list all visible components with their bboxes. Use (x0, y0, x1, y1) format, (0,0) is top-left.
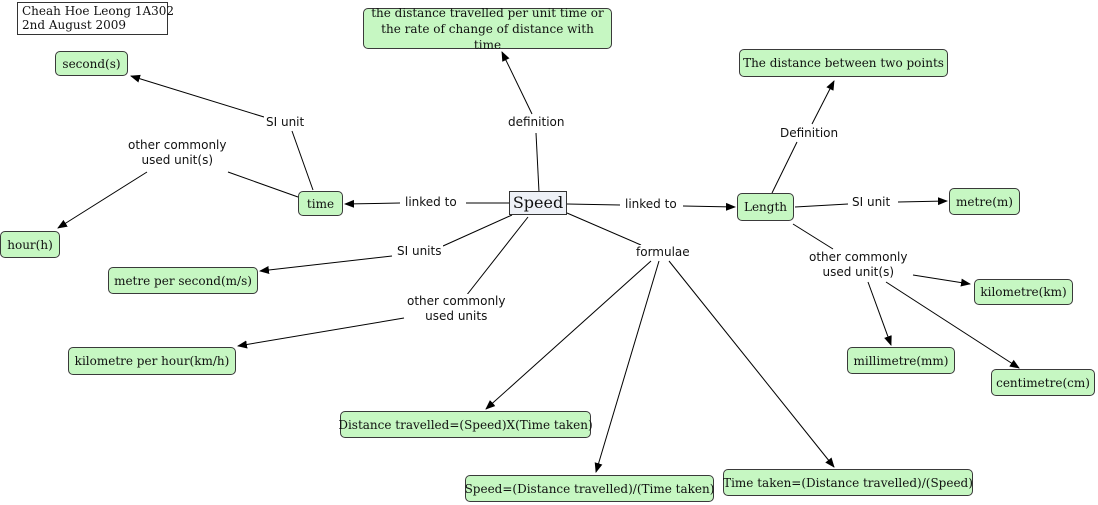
author-name: Cheah Hoe Leong 1A302 (22, 4, 175, 18)
node-time[interactable]: time (298, 191, 343, 216)
edge-speed-definition (535, 132, 540, 193)
edge-definition-length-text (811, 80, 835, 125)
edge-time-si-unit (291, 130, 314, 191)
label-formulae: formulae (634, 245, 692, 260)
node-speed-definition[interactable]: the distance travelled per unit time or … (363, 6, 612, 52)
edge-speed-linked-length (566, 203, 621, 206)
node-length[interactable]: Length (737, 193, 794, 221)
node-length-definition[interactable]: The distance between two points (739, 49, 948, 77)
edge-length-definition (771, 141, 798, 194)
edge-si-units-mps (259, 255, 393, 274)
label-definition-length: Definition (778, 126, 841, 141)
label-other-units-speed: other commonly used units (405, 294, 508, 324)
edge-length-other-units (792, 223, 834, 250)
node-speed[interactable]: Speed (509, 191, 567, 215)
node-hour[interactable]: hour(h) (0, 231, 60, 258)
label-si-unit-time: SI unit (264, 115, 307, 130)
node-time-formula[interactable]: Time taken=(Distance travelled)/(Speed) (723, 469, 973, 496)
label-si-unit-length: SI unit (850, 195, 893, 210)
label-linked-to-time: linked to (403, 195, 459, 210)
label-definition: definition (506, 115, 567, 130)
edge-definition-text (501, 51, 533, 115)
label-si-units-speed: SI units (395, 244, 444, 259)
edge-si-unit-second (130, 74, 265, 118)
edge-speed-formulae (566, 212, 642, 246)
node-centimetre[interactable]: centimetre(cm) (991, 369, 1095, 396)
edge-speed-other-units (465, 216, 529, 297)
author-box: Cheah Hoe Leong 1A302 2nd August 2009 (17, 2, 175, 35)
edge-formulae-time (668, 260, 835, 468)
edge-linked-length (682, 202, 736, 211)
author-date: 2nd August 2009 (22, 18, 126, 32)
node-millimetre[interactable]: millimetre(mm) (847, 347, 955, 374)
edge-si-unit-metre (897, 197, 948, 206)
edge-formulae-distance (485, 260, 652, 410)
edge-other-units-kmh (237, 317, 405, 349)
label-other-units-time: other commonly used unit(s) (126, 138, 229, 168)
node-metre-per-second[interactable]: metre per second(m/s) (108, 267, 258, 294)
label-other-units-length: other commonly used unit(s) (807, 250, 910, 280)
edge-formulae-speed (594, 260, 660, 473)
edge-time-other-units (227, 171, 299, 198)
node-distance-formula[interactable]: Distance travelled=(Speed)X(Time taken) (338, 411, 593, 438)
node-metre[interactable]: metre(m) (949, 188, 1020, 215)
edge-speed-si-units (442, 214, 513, 247)
node-kilometre[interactable]: kilometre(km) (974, 279, 1073, 305)
edge-other-units-hour (57, 171, 148, 229)
label-linked-to-length: linked to (623, 197, 679, 212)
edge-other-units-cm (885, 281, 1020, 369)
edge-other-units-km (912, 274, 971, 287)
node-kilometre-per-hour[interactable]: kilometre per hour(km/h) (68, 347, 236, 375)
edge-linked-time (344, 199, 401, 208)
node-second[interactable]: second(s) (55, 51, 128, 76)
edge-length-si-unit (794, 203, 849, 208)
node-speed-formula[interactable]: Speed=(Distance travelled)/(Time taken) (465, 475, 714, 502)
edge-other-units-mm (867, 281, 892, 346)
